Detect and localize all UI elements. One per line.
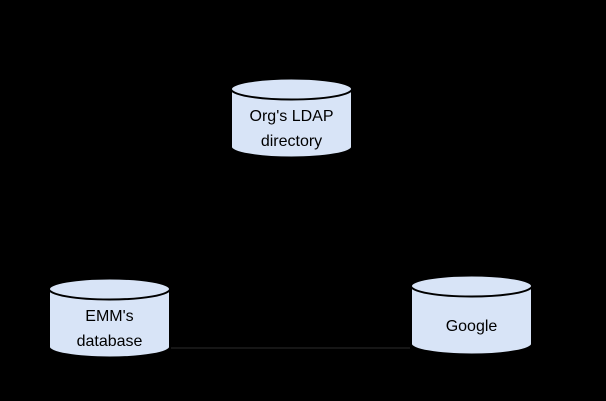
node-org-ldap-directory: Org's LDAP directory <box>230 77 353 159</box>
node-emm-database: EMM's database <box>48 277 171 359</box>
node-google: Google <box>410 274 533 356</box>
database-cylinder-icon <box>410 274 533 356</box>
connector-emm-to-google-line <box>171 347 410 349</box>
database-cylinder-icon <box>230 77 353 159</box>
database-cylinder-icon <box>48 277 171 359</box>
